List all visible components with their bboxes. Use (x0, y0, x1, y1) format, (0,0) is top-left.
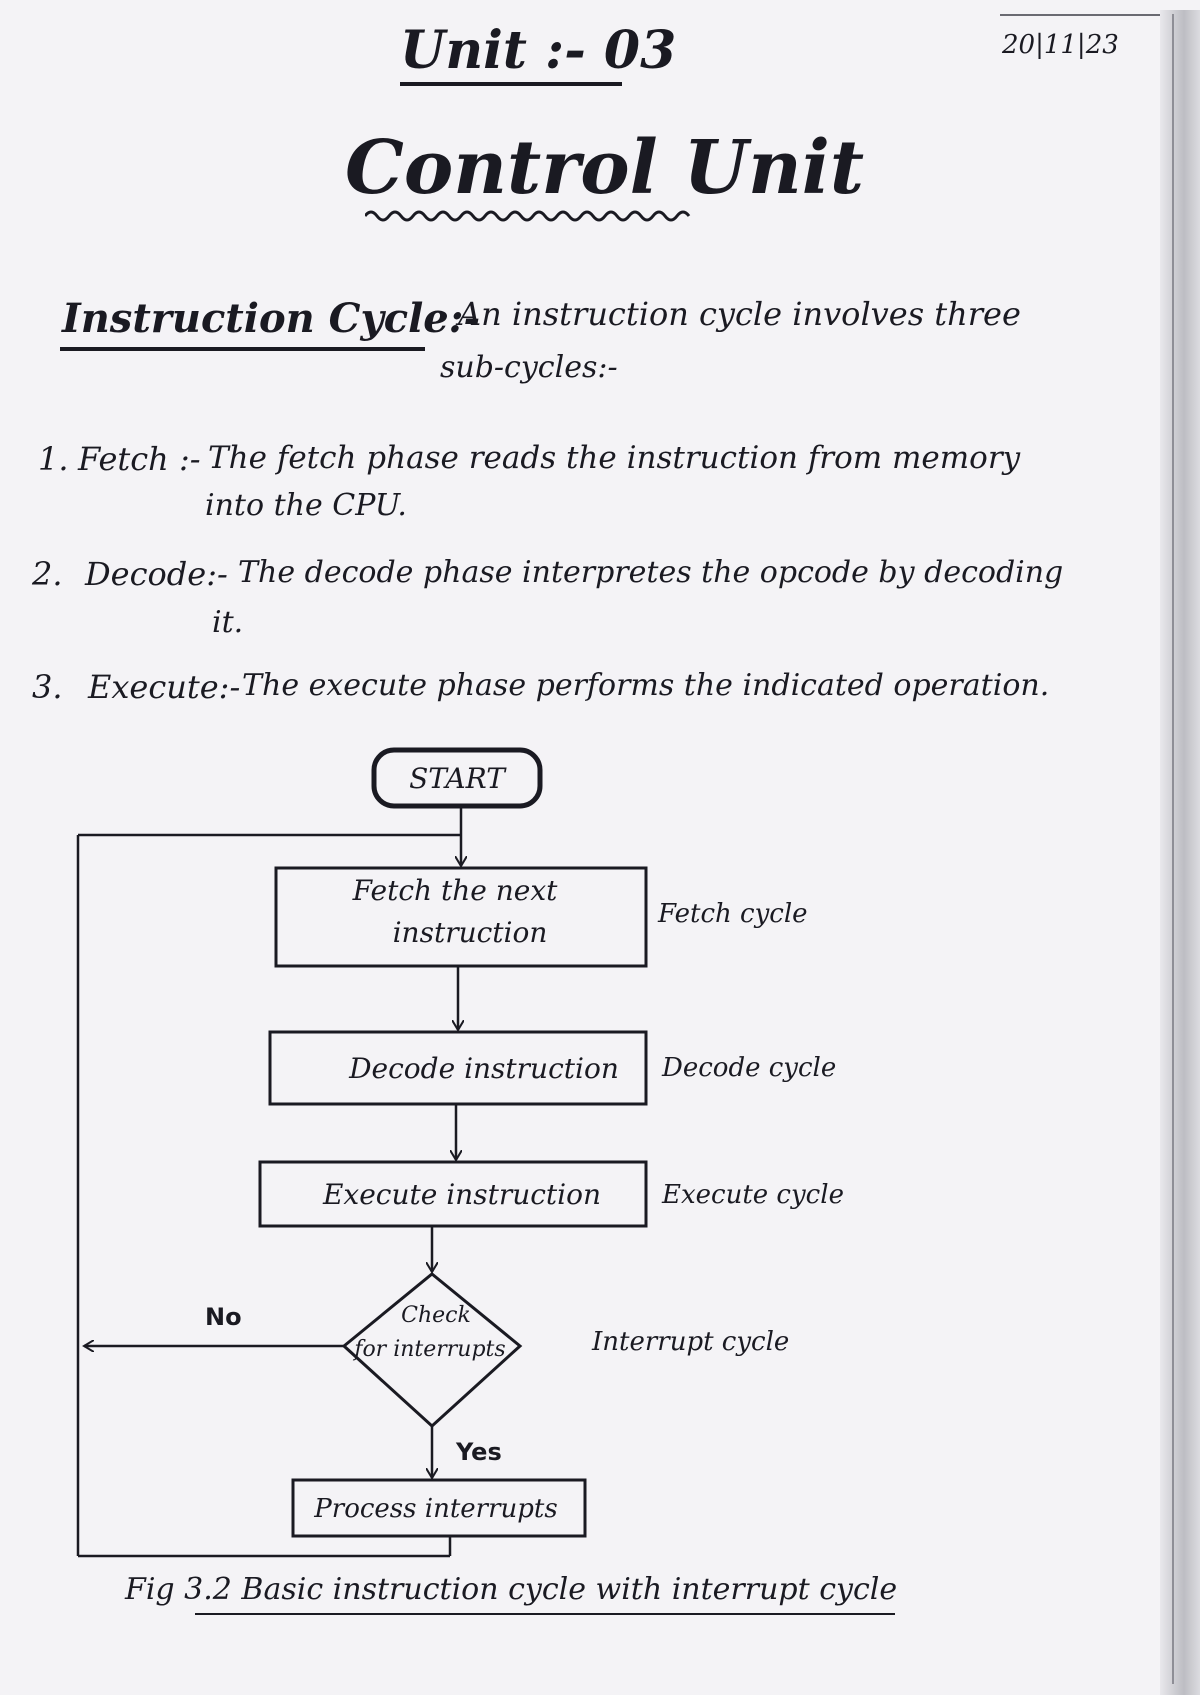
caption-underline (195, 1613, 895, 1615)
check-line1: Check (401, 1303, 471, 1328)
interrupt-cycle-label: Interrupt cycle (591, 1327, 789, 1357)
decode-cycle-label: Decode cycle (661, 1053, 836, 1083)
item-label-execute: Execute:- (88, 668, 241, 706)
intro-line-1: An instruction cycle involves three (458, 295, 1021, 333)
unit-title: Unit :- 03 (400, 20, 677, 81)
intro-line-2: sub-cycles:- (440, 350, 618, 385)
fetch-box (274, 866, 648, 968)
title-wavy-underline (365, 210, 691, 222)
item-text-execute: The execute phase performs the indicated… (242, 668, 1050, 703)
execute-box (258, 1160, 648, 1228)
item-text-fetch: The fetch phase reads the instruction fr… (208, 440, 1021, 476)
fetch-box-line2: instruction (393, 916, 548, 949)
fetch-box-line1: Fetch the next (352, 874, 558, 907)
item-label-decode: Decode:- (85, 555, 228, 593)
section-underline (60, 347, 425, 351)
check-line2: for interrupts (352, 1337, 505, 1362)
page-binding (1160, 10, 1200, 1695)
process-interrupts-box (291, 1478, 587, 1538)
start-label: START (409, 762, 507, 795)
unit-underline (400, 82, 622, 86)
item-label-fetch: Fetch :- (78, 440, 201, 478)
figure-number: Fig 3.2 (125, 1572, 232, 1607)
figure-caption: Fig 3.2 Basic instruction cycle with int… (125, 1572, 897, 1607)
page-date: 20|11|23 (1002, 30, 1119, 60)
item-number-3: 3. (32, 668, 63, 706)
item-number-1: 1. (38, 440, 69, 478)
page-title: Control Unit (345, 125, 865, 211)
binding-edge (1172, 14, 1174, 1684)
item-cont-fetch: into the CPU. (205, 488, 407, 523)
start-terminal (371, 747, 543, 809)
decode-box (268, 1030, 648, 1106)
item-number-2: 2. (32, 555, 63, 593)
execute-cycle-label: Execute cycle (661, 1180, 844, 1210)
no-label: No (205, 1303, 242, 1331)
item-text-decode: The decode phase interpretes the opcode … (238, 555, 1064, 590)
item-cont-decode: it. (212, 605, 244, 640)
execute-box-label: Execute instruction (322, 1178, 601, 1211)
section-heading: Instruction Cycle:- (62, 295, 481, 342)
figure-title: Basic instruction cycle with interrupt c… (241, 1572, 898, 1607)
process-interrupts-label: Process interrupts (313, 1494, 557, 1524)
fetch-cycle-label: Fetch cycle (657, 899, 808, 929)
decode-box-label: Decode instruction (348, 1052, 619, 1085)
yes-label: Yes (455, 1438, 502, 1466)
top-rule (1000, 14, 1160, 16)
